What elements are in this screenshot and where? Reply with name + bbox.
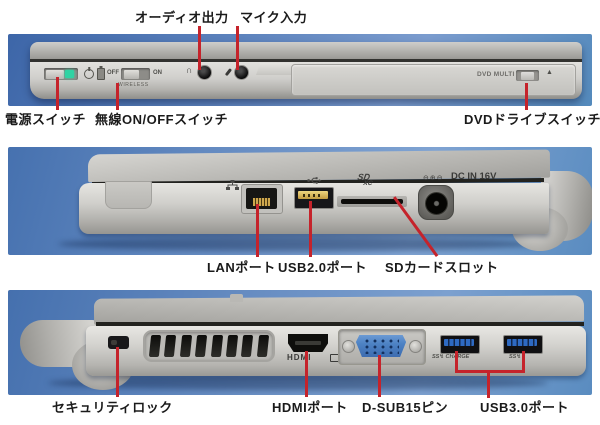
callout-line-usb3-left — [455, 351, 458, 373]
security-lock-slot — [108, 336, 129, 349]
usb2-port — [294, 187, 334, 209]
sd-card-slot — [337, 196, 407, 207]
callout-dvd-switch: DVDドライブスイッチ — [464, 112, 600, 127]
usb-icon — [307, 177, 322, 184]
usb2-connector-tongue — [298, 191, 328, 199]
headphone-icon: ∩ — [186, 65, 193, 75]
callout-dsub-15pin: D-SUB15ピン — [362, 400, 449, 415]
callout-line-mic — [236, 26, 239, 70]
photo-right-side: SD XC ⊖⊕⊖ DC IN 16V — [8, 147, 592, 255]
callout-bracket-usb3 — [455, 370, 525, 373]
eject-icon: ▲ — [546, 69, 553, 76]
dc-in-jack-opening — [425, 192, 448, 215]
vent-slot — [225, 335, 239, 357]
dc-in-text: DC IN 16V — [451, 171, 497, 182]
dsub-pin-holes — [363, 338, 399, 354]
wireless-text: WIRELESS — [118, 82, 149, 88]
wireless-slider-knob — [124, 69, 139, 79]
sdxc-logo-xc: XC — [362, 180, 374, 187]
usb3-connector-tongue — [444, 338, 474, 346]
callout-line-power — [56, 77, 59, 110]
dc-polarity-icon: ⊖⊕⊖ — [423, 175, 444, 182]
callout-line-dsub — [378, 355, 381, 397]
callout-power-switch: 電源スイッチ — [5, 112, 87, 127]
dsub-screw-right — [409, 340, 422, 353]
callout-line-security — [116, 347, 119, 397]
callout-usb3-port: USB3.0ポート — [480, 400, 570, 415]
laptop-front-edge: OFF ON WIRELESS ∩ DVD MULTI ▲ — [30, 42, 582, 99]
photo-front-edge: OFF ON WIRELESS ∩ DVD MULTI ▲ — [8, 34, 592, 106]
callout-stem-usb3 — [487, 370, 490, 398]
hdmi-port-contacts — [295, 341, 321, 345]
dsub-15pin-connector — [356, 335, 406, 357]
hdmi-port — [288, 334, 328, 352]
vent-slot — [148, 335, 162, 357]
laptop-shadow — [48, 376, 548, 390]
vent-slot — [241, 335, 254, 357]
usb2-contacts — [303, 193, 323, 197]
lid-latch-tab — [230, 294, 243, 302]
wireless-on-text: ON — [153, 70, 162, 76]
power-indicator-green — [65, 70, 74, 78]
vent-slot — [164, 335, 177, 357]
usb3-ss-mark: SS↯ — [509, 354, 521, 360]
callout-audio-output: オーディオ出力 — [135, 10, 229, 25]
network-icon — [226, 180, 239, 190]
callout-sd-slot: SDカードスロット — [385, 260, 499, 275]
callout-hdmi-port: HDMIポート — [272, 400, 348, 415]
port-cover-flap — [105, 181, 152, 209]
dvd-multi-text: DVD MULTI — [477, 71, 515, 78]
vent-slot — [256, 335, 270, 357]
dsub-screw-left — [342, 340, 355, 353]
cooling-vent — [143, 330, 275, 362]
usb3-port-charge — [440, 335, 480, 354]
callout-lan-port: LANポート — [207, 260, 276, 275]
wireless-slider-switch — [121, 68, 150, 80]
lid-body-seam — [30, 59, 582, 62]
usb3-connector-tongue — [507, 338, 537, 346]
callout-line-wireless — [116, 83, 119, 110]
sd-card-slot-opening — [341, 199, 403, 204]
sdxc-logo: SD XC — [356, 172, 375, 188]
lan-port-pins — [253, 198, 270, 206]
power-icon — [84, 69, 94, 79]
callout-wireless-switch: 無線ON/OFFスイッチ — [95, 112, 229, 127]
lan-port — [241, 184, 283, 214]
front-latch — [256, 63, 298, 75]
callout-line-hdmi — [305, 351, 308, 397]
callout-line-dvd — [525, 83, 528, 110]
power-slider-knob — [46, 69, 64, 79]
vent-slot — [210, 335, 224, 357]
laptop-shadow — [58, 237, 538, 251]
vent-slot — [194, 335, 208, 357]
callout-line-audio — [198, 26, 201, 70]
callout-line-lan — [256, 204, 259, 257]
laptop-lid-side — [93, 295, 585, 325]
vent-slot — [179, 335, 193, 357]
callout-mic-input: マイク入力 — [240, 10, 308, 25]
callout-usb2-port: USB2.0ポート — [278, 260, 368, 275]
power-slider-switch — [44, 68, 78, 80]
callout-security-lock: セキュリティロック — [52, 400, 173, 415]
laptop-lid-edge — [30, 42, 582, 59]
lid-body-seam — [96, 322, 584, 326]
wireless-off-text: OFF — [107, 70, 119, 76]
photo-left-side: HDMI SS↯ CHARGE SS↯ — [8, 290, 592, 395]
battery-icon — [97, 68, 105, 80]
callout-line-usb3-right — [522, 351, 525, 373]
hdmi-logo-text: HDMI — [287, 353, 312, 362]
usb3-ss-charge-mark: SS↯ CHARGE — [432, 354, 470, 360]
dvd-drive-switch — [516, 70, 539, 81]
dc-in-jack — [418, 185, 454, 220]
callout-line-usb2 — [309, 201, 312, 257]
dvd-switch-knob — [521, 71, 534, 80]
